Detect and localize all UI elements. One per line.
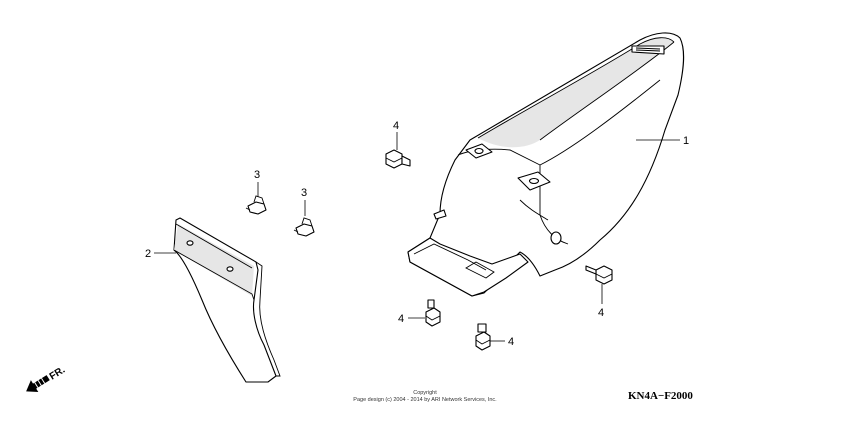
arrow-icon <box>26 375 50 393</box>
bolt-lower-left[interactable] <box>425 299 441 327</box>
bolt-lower-right-callout[interactable]: 4 <box>508 336 514 348</box>
screw-b-callout[interactable]: 3 <box>301 187 307 199</box>
bolt-top-callout[interactable]: 4 <box>393 120 399 132</box>
direction-label: FR. <box>48 365 68 383</box>
screw-b[interactable] <box>293 217 315 237</box>
bolt-lower-right[interactable] <box>475 323 491 351</box>
copyright-line-1: Copyright <box>413 390 437 396</box>
screw-a-callout[interactable]: 3 <box>254 169 260 181</box>
bolt-right[interactable] <box>585 265 613 285</box>
diagram-code: KN4A−F2000 <box>628 390 693 402</box>
rear-fender[interactable] <box>407 32 685 297</box>
mudflap[interactable] <box>173 217 281 383</box>
bolt-top[interactable] <box>385 149 411 169</box>
mudflap-callout[interactable]: 2 <box>145 248 151 260</box>
rear-fender-callout[interactable]: 1 <box>683 135 689 147</box>
bolt-right-callout[interactable]: 4 <box>598 307 604 319</box>
copyright-line-2: Page design (c) 2004 - 2014 by ARI Netwo… <box>353 397 497 403</box>
bolt-lower-left-callout[interactable]: 4 <box>398 313 404 325</box>
screw-a[interactable] <box>245 195 267 215</box>
